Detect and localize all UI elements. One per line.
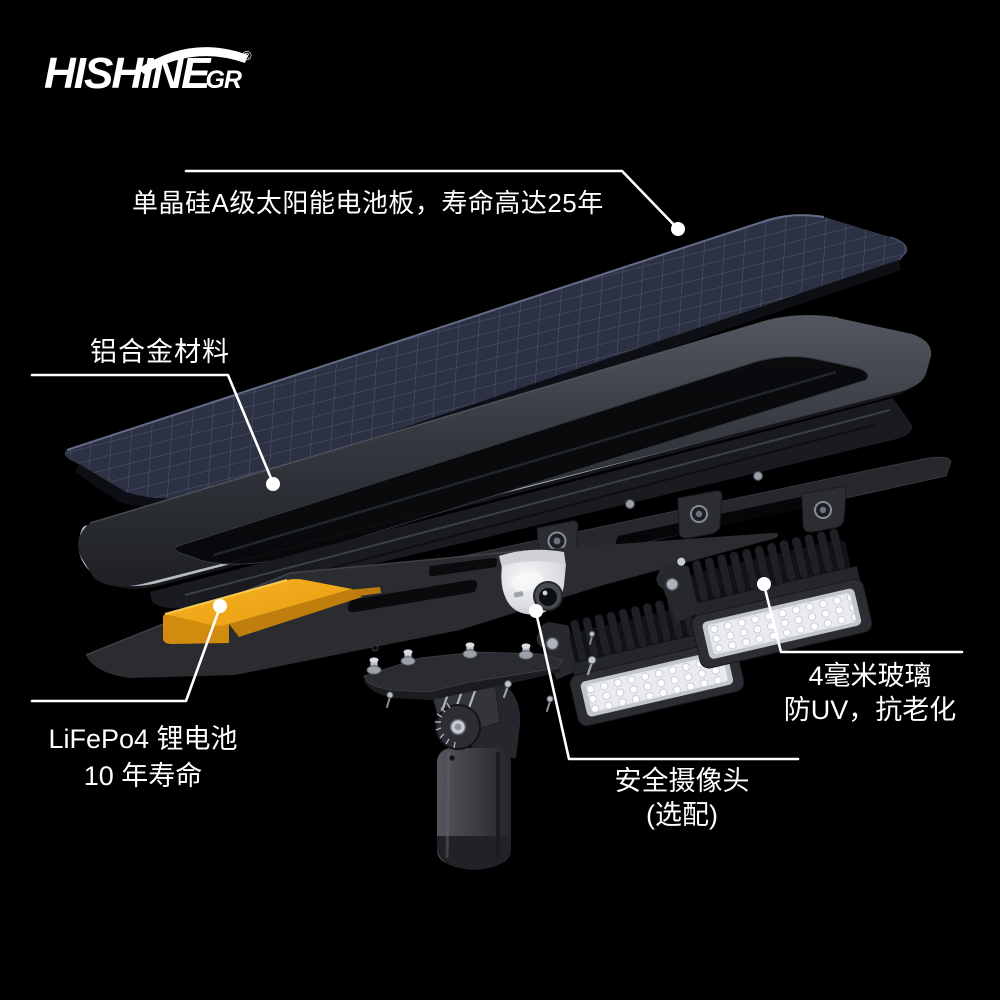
dot-camera bbox=[529, 604, 543, 618]
leader-aluminum bbox=[30, 373, 275, 485]
pole-mount-bracket bbox=[363, 642, 563, 870]
logo-swoosh-arc-icon bbox=[138, 47, 248, 74]
leader-battery bbox=[30, 605, 222, 703]
callout-battery: LiFePo4 锂电池 10 年寿命 bbox=[22, 721, 264, 795]
dot-solar-panel bbox=[671, 222, 685, 236]
floating-screws bbox=[386, 630, 597, 712]
leader-solar-panel bbox=[184, 169, 680, 231]
callout-battery-line2: 10 年寿命 bbox=[83, 761, 203, 791]
leader-camera bbox=[534, 610, 800, 761]
lifepo4-battery bbox=[163, 579, 381, 644]
callout-glass: 4毫米玻璃 防UV，抗老化 bbox=[768, 659, 972, 727]
callout-camera: 安全摄像头 (选配) bbox=[578, 764, 786, 832]
callout-solar-panel: 单晶硅A级太阳能电池板，寿命高达25年 bbox=[132, 188, 604, 218]
dot-aluminum bbox=[266, 477, 280, 491]
security-camera bbox=[499, 549, 566, 615]
plate-bolts bbox=[366, 642, 534, 675]
callout-camera-line1: 安全摄像头 bbox=[614, 766, 750, 796]
battery-bracket-plate bbox=[85, 532, 779, 678]
callout-glass-line2: 防UV，抗老化 bbox=[783, 695, 957, 725]
callout-battery-line1: LiFePo4 锂电池 bbox=[48, 724, 238, 754]
logo-suffix-text: GR bbox=[205, 66, 241, 94]
leader-glass bbox=[762, 583, 964, 654]
callout-leader-lines bbox=[30, 169, 964, 761]
floodlight-right bbox=[656, 528, 873, 669]
registered-trademark-symbol: ® bbox=[242, 48, 252, 63]
callout-camera-line2: (选配) bbox=[646, 800, 718, 830]
logo-brand-text: HISHINE bbox=[44, 49, 210, 98]
dot-glass bbox=[757, 577, 771, 591]
callout-glass-line1: 4毫米玻璃 bbox=[808, 661, 932, 691]
callout-dots bbox=[213, 222, 771, 618]
callout-aluminum: 铝合金材料 bbox=[90, 337, 230, 367]
dot-battery bbox=[213, 599, 227, 613]
brand-logo: HISHINE GR ® bbox=[44, 36, 274, 106]
aluminum-housing bbox=[78, 314, 932, 589]
solar-panel bbox=[64, 214, 908, 509]
